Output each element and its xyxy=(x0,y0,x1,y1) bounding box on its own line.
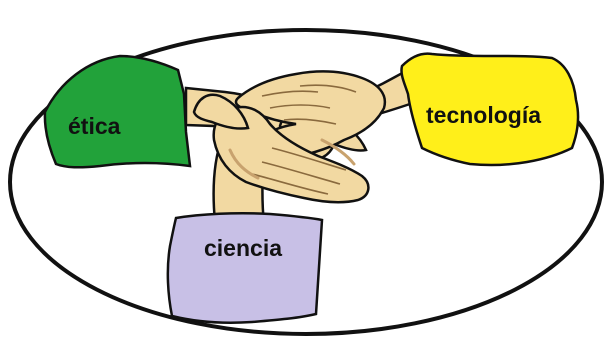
ethics-label: ética xyxy=(68,113,121,139)
science-sleeve xyxy=(168,213,322,323)
ethics-sleeve xyxy=(45,56,190,167)
technology-label: tecnología xyxy=(426,102,541,128)
science-label: ciencia xyxy=(204,235,282,261)
